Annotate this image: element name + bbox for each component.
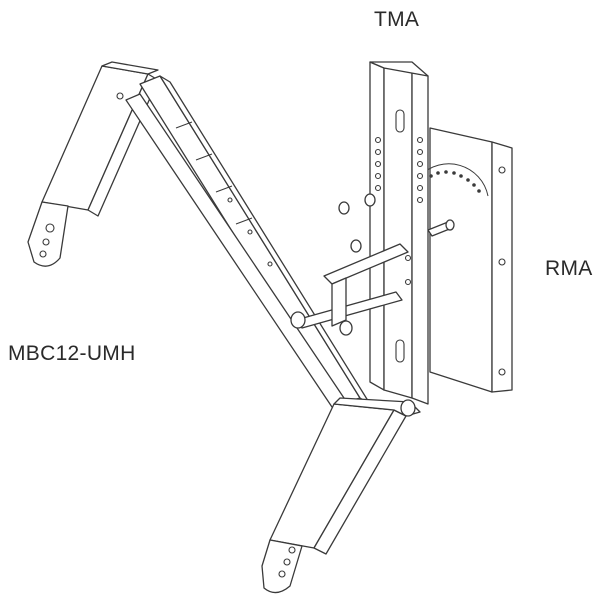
upper-arm (27, 61, 159, 267)
rma-pin (427, 219, 455, 237)
main-beams (125, 75, 371, 411)
rma-dot-arc (422, 170, 481, 193)
mbc-label: MBC12-UMH (8, 342, 136, 365)
tma-channel (369, 61, 429, 405)
lower-arm (261, 397, 421, 594)
cross-brace (290, 193, 409, 336)
tma-label: TMA (374, 8, 420, 31)
rma-plate (419, 127, 513, 393)
rma-label: RMA (545, 257, 593, 280)
